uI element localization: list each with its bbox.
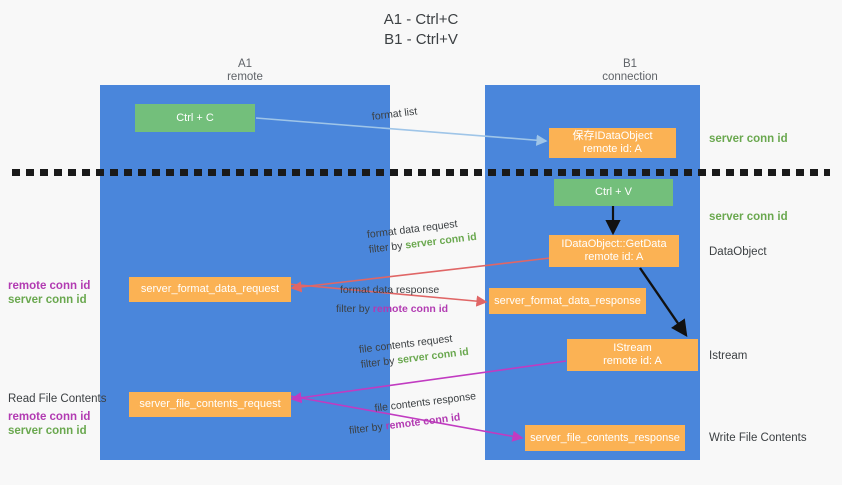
node-ctrl-c-label: Ctrl + C [176,111,214,124]
node-istream-line2: remote id: A [603,355,662,367]
annotation-read-file-contents: Read File Contents [8,393,107,405]
node-server-format-data-request-label: server_format_data_request [140,283,280,295]
node-server-format-data-request[interactable]: server_format_data_request [129,277,291,302]
node-server-file-contents-request-label: server_file_contents_request [139,398,281,410]
annotation-server-conn-id-2: server conn id [8,425,87,437]
column-b1-role: connection [602,71,658,83]
phase-divider [12,169,830,176]
filter-prefix: filter by [368,239,407,256]
filter-prefix: filter by [360,354,399,371]
annotation-write-file-contents: Write File Contents [709,432,807,444]
annotation-server-conn-id-1: server conn id [8,294,87,306]
node-server-format-data-response[interactable]: server_format_data_response [489,288,646,314]
annotation-dataobject: DataObject [709,246,767,258]
node-istream-line1: IStream [613,342,652,354]
annotation-server-conn-id-top: server conn id [709,133,788,145]
node-ctrl-c[interactable]: Ctrl + C [135,104,255,132]
edge-label-format-data-response-line1: format data response [340,284,440,296]
filter-prefix: filter by [336,303,373,315]
node-server-format-data-response-label: server_format_data_response [494,294,641,307]
node-istream[interactable]: IStream remote id: A [567,339,698,371]
page-title: A1 - Ctrl+C B1 - Ctrl+V [383,11,459,48]
column-b1-name: B1 [622,58,638,70]
filter-value: remote conn id [372,303,449,315]
annotation-remote-conn-id-2: remote conn id [8,411,91,423]
edge-label-format-data-response-filter: filter by remote conn id [336,302,448,317]
node-server-file-contents-request[interactable]: server_file_contents_request [129,392,291,417]
node-ctrl-v-label: Ctrl + V [595,186,632,198]
edge-label-format-data-response: format data response filter by remote co… [336,283,448,317]
column-header-b1: B1 connection [485,58,775,84]
node-save-idataobject-line1: 保存IDataObject [572,130,653,142]
filter-prefix: filter by [348,420,387,437]
node-ctrl-v[interactable]: Ctrl + V [554,179,673,206]
annotation-remote-conn-id-1: remote conn id [8,280,91,292]
annotation-istream: Istream [709,350,748,362]
annotation-server-conn-id-mid: server conn id [709,211,788,223]
node-save-idataobject-line2: remote id: A [583,143,642,155]
column-header-a1: A1 remote [100,58,390,84]
edge-label-file-contents-response-filter: filter by remote conn id [348,408,479,439]
node-server-file-contents-response-label: server_file_contents_response [530,431,680,444]
filter-value: remote conn id [384,411,462,433]
node-save-idataobject[interactable]: 保存IDataObject remote id: A [549,128,676,158]
node-server-file-contents-response[interactable]: server_file_contents_response [525,425,685,451]
node-getdata-line1: IDataObject::GetData [561,238,667,250]
node-getdata[interactable]: IDataObject::GetData remote id: A [549,235,679,267]
node-getdata-line2: remote id: A [584,251,644,263]
column-a1-role: remote [227,71,263,83]
column-a1-name: A1 [237,58,253,70]
